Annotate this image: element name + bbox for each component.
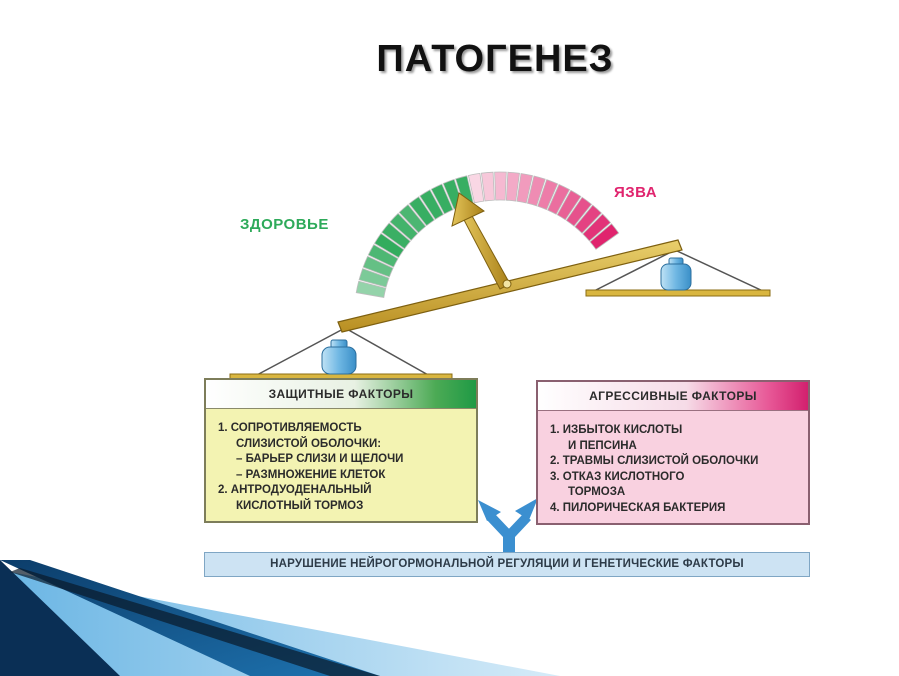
gauge-segment: [582, 213, 612, 242]
defensive-factor-line: 2. АНТРОДУОДЕНАЛЬНЫЙ: [218, 484, 372, 496]
gauge-scale: [355, 171, 620, 298]
left-weight-icon: [321, 339, 357, 375]
gauge-segment: [480, 171, 495, 202]
aggressive-factor-line: 3. ОТКАЗ КИСЛОТНОГО: [550, 470, 685, 483]
gauge-segment: [381, 222, 411, 250]
regulation-factors-bar: НАРУШЕНИЕ НЕЙРОГОРМОНАЛЬНОЙ РЕГУЛЯЦИИ И …: [204, 552, 810, 577]
defensive-factor-line: 1. СОПРОТИВЛЯЕМОСТЬ: [218, 422, 362, 434]
slide-title: ПАТОГЕНЕЗ: [376, 38, 614, 80]
decorative-wedge: [0, 560, 560, 676]
defensive-factors-title: ЗАЩИТНЫЕ ФАКТОРЫ: [206, 380, 476, 409]
gauge-segment: [408, 196, 435, 227]
defensive-factor-line: – РАЗМНОЖЕНИЕ КЛЕТОК: [236, 468, 386, 481]
aggressive-factor-line: 4. ПИЛОРИЧЕСКАЯ БАКТЕРИЯ: [550, 501, 726, 514]
gauge-segment: [589, 223, 620, 250]
connector-arrows: [478, 498, 538, 552]
aggressive-factor-line: ТОРМОЗА: [568, 486, 626, 498]
defensive-factors-list: 1. СОПРОТИВЛЯЕМОСТЬ СЛИЗИСТОЙ ОБОЛОЧКИ: …: [206, 409, 476, 520]
gauge-segment: [374, 232, 405, 259]
gauge-segment: [362, 255, 394, 278]
gauge-segment: [574, 204, 603, 234]
gauge-segment: [367, 244, 399, 268]
gauge-segment: [526, 175, 546, 207]
gauge-segment: [430, 183, 454, 215]
right-weight-icon: [660, 257, 692, 291]
gauge-segment: [358, 268, 390, 288]
gauge-segment: [537, 179, 559, 211]
gauge-segment: [516, 173, 533, 204]
pointer-arrow-icon: [451, 192, 512, 290]
gauge-segment: [398, 204, 427, 234]
aggressive-factor-line: И ПЕПСИНА: [568, 439, 637, 452]
gauge-segment: [494, 171, 507, 201]
defensive-factor-line: КИСЛОТНЫЙ ТОРМОЗ: [236, 499, 364, 512]
gauge-segment: [389, 212, 419, 241]
ulcer-label: ЯЗВА: [614, 184, 658, 201]
gauge-segment: [355, 280, 387, 298]
aggressive-factor-line: 1. ИЗБЫТОК КИСЛОТЫ: [550, 424, 683, 436]
defensive-factors-box: ЗАЩИТНЫЕ ФАКТОРЫ 1. СОПРОТИВЛЯЕМОСТЬ СЛИ…: [204, 378, 478, 523]
aggressive-factor-line: 2. ТРАВМЫ СЛИЗИСТОЙ ОБОЛОЧКИ: [550, 455, 759, 467]
gauge-segment: [467, 172, 485, 204]
gauge-segment: [419, 189, 444, 220]
defensive-factor-line: СЛИЗИСТОЙ ОБОЛОЧКИ:: [236, 437, 382, 450]
gauge-segment: [547, 183, 571, 215]
aggressive-factors-title: АГРЕССИВНЫЕ ФАКТОРЫ: [538, 382, 808, 411]
gauge-segment: [556, 189, 582, 221]
gauge-segment: [505, 171, 520, 202]
aggressive-factors-list: 1. ИЗБЫТОК КИСЛОТЫ И ПЕПСИНА 2. ТРАВМЫ С…: [538, 411, 808, 522]
aggressive-factors-box: АГРЕССИВНЫЕ ФАКТОРЫ 1. ИЗБЫТОК КИСЛОТЫ И…: [536, 380, 810, 525]
defensive-factor-line: – БАРЬЕР СЛИЗИ И ЩЕЛОЧИ: [236, 453, 404, 465]
health-label: ЗДОРОВЬЕ: [240, 216, 329, 233]
gauge-segment: [565, 196, 593, 227]
